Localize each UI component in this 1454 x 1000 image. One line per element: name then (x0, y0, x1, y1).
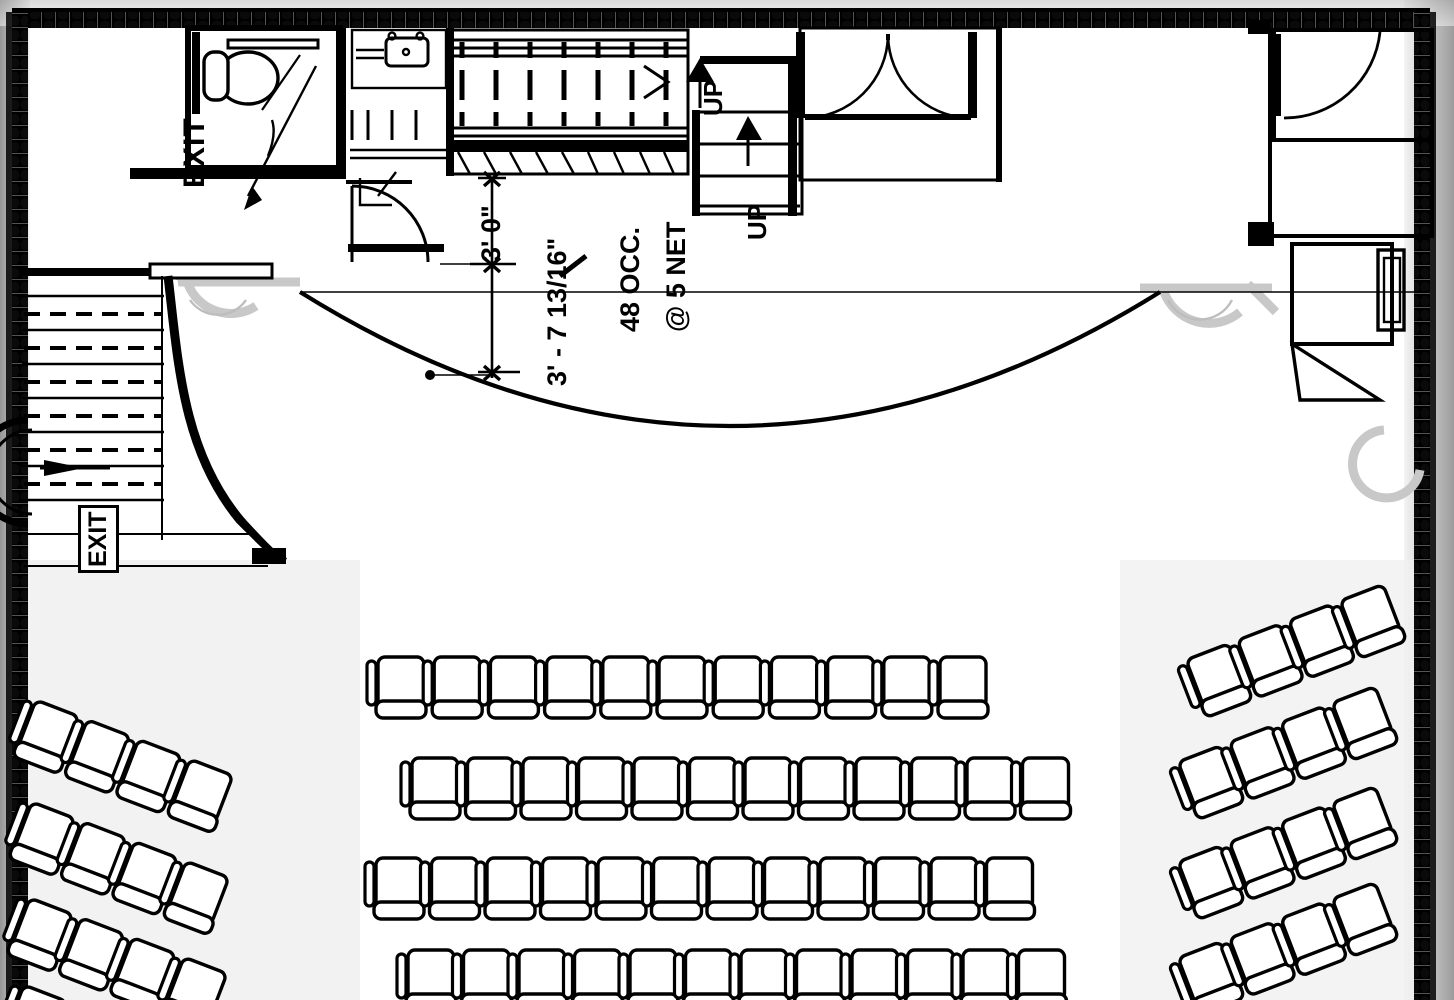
seat (617, 948, 680, 1000)
dimension-lower-label: 3' - 7 13/16" (542, 237, 572, 386)
faded-door-swings (176, 277, 1425, 503)
stair-up-label-1: UP (698, 79, 728, 116)
seat (676, 756, 740, 821)
seat (454, 756, 518, 821)
seat (585, 856, 648, 921)
seat (533, 655, 597, 720)
seat (732, 756, 795, 821)
exit-label-bottom: EXIT (78, 505, 119, 573)
upper-right-room (1248, 20, 1434, 402)
dimension-string (430, 170, 588, 382)
exit-sign-bottom: EXIT (78, 505, 146, 573)
seat (814, 655, 878, 720)
faded-door-swings-thin (189, 299, 1234, 321)
seat (640, 856, 704, 921)
north-stair-run (643, 56, 804, 216)
exit-label-top: EXIT (178, 117, 211, 188)
west-stair-run (0, 262, 291, 567)
seat (395, 948, 458, 1000)
dimension-upper-label: 3' 0" (476, 205, 506, 262)
seat (590, 655, 653, 720)
seat (702, 655, 765, 720)
seat (843, 756, 906, 821)
seat (529, 856, 593, 921)
seat-row (395, 948, 1069, 1000)
seat-row (399, 756, 1073, 821)
seat (421, 655, 484, 720)
stair-up-label-2: UP (742, 203, 772, 240)
seat (973, 856, 1037, 921)
seat (474, 856, 537, 921)
seat (696, 856, 759, 921)
seat (510, 756, 573, 821)
seat (561, 948, 625, 1000)
upper-corridor (446, 28, 690, 176)
seat (950, 948, 1013, 1000)
seat (1005, 948, 1069, 1000)
seat (399, 756, 462, 821)
seat (506, 948, 569, 1000)
seat (646, 655, 709, 720)
seat (871, 655, 934, 720)
seat (954, 756, 1017, 821)
seat (807, 856, 870, 921)
seat (450, 948, 514, 1000)
seat (894, 948, 958, 1000)
seat (751, 856, 815, 921)
lavatory-alcove (348, 28, 448, 252)
seat (898, 756, 962, 821)
entry-vestibule (796, 26, 1002, 182)
seat (783, 948, 847, 1000)
seat (1009, 756, 1073, 821)
seat (918, 856, 981, 921)
seat (862, 856, 926, 921)
seat (787, 756, 851, 821)
seat (418, 856, 482, 921)
seat (728, 948, 791, 1000)
seat (477, 655, 541, 720)
seat (363, 856, 426, 921)
occupancy-label-line-1: 48 OCC. (615, 226, 645, 332)
seat (927, 655, 990, 720)
seat (672, 948, 736, 1000)
seat (365, 655, 428, 720)
occupancy-label-line-2: @ 5 NET (661, 221, 691, 332)
seat (839, 948, 902, 1000)
seat (565, 756, 629, 821)
seat-row (363, 856, 1037, 921)
seat-row (365, 655, 990, 720)
seat (621, 756, 684, 821)
seat (758, 655, 822, 720)
